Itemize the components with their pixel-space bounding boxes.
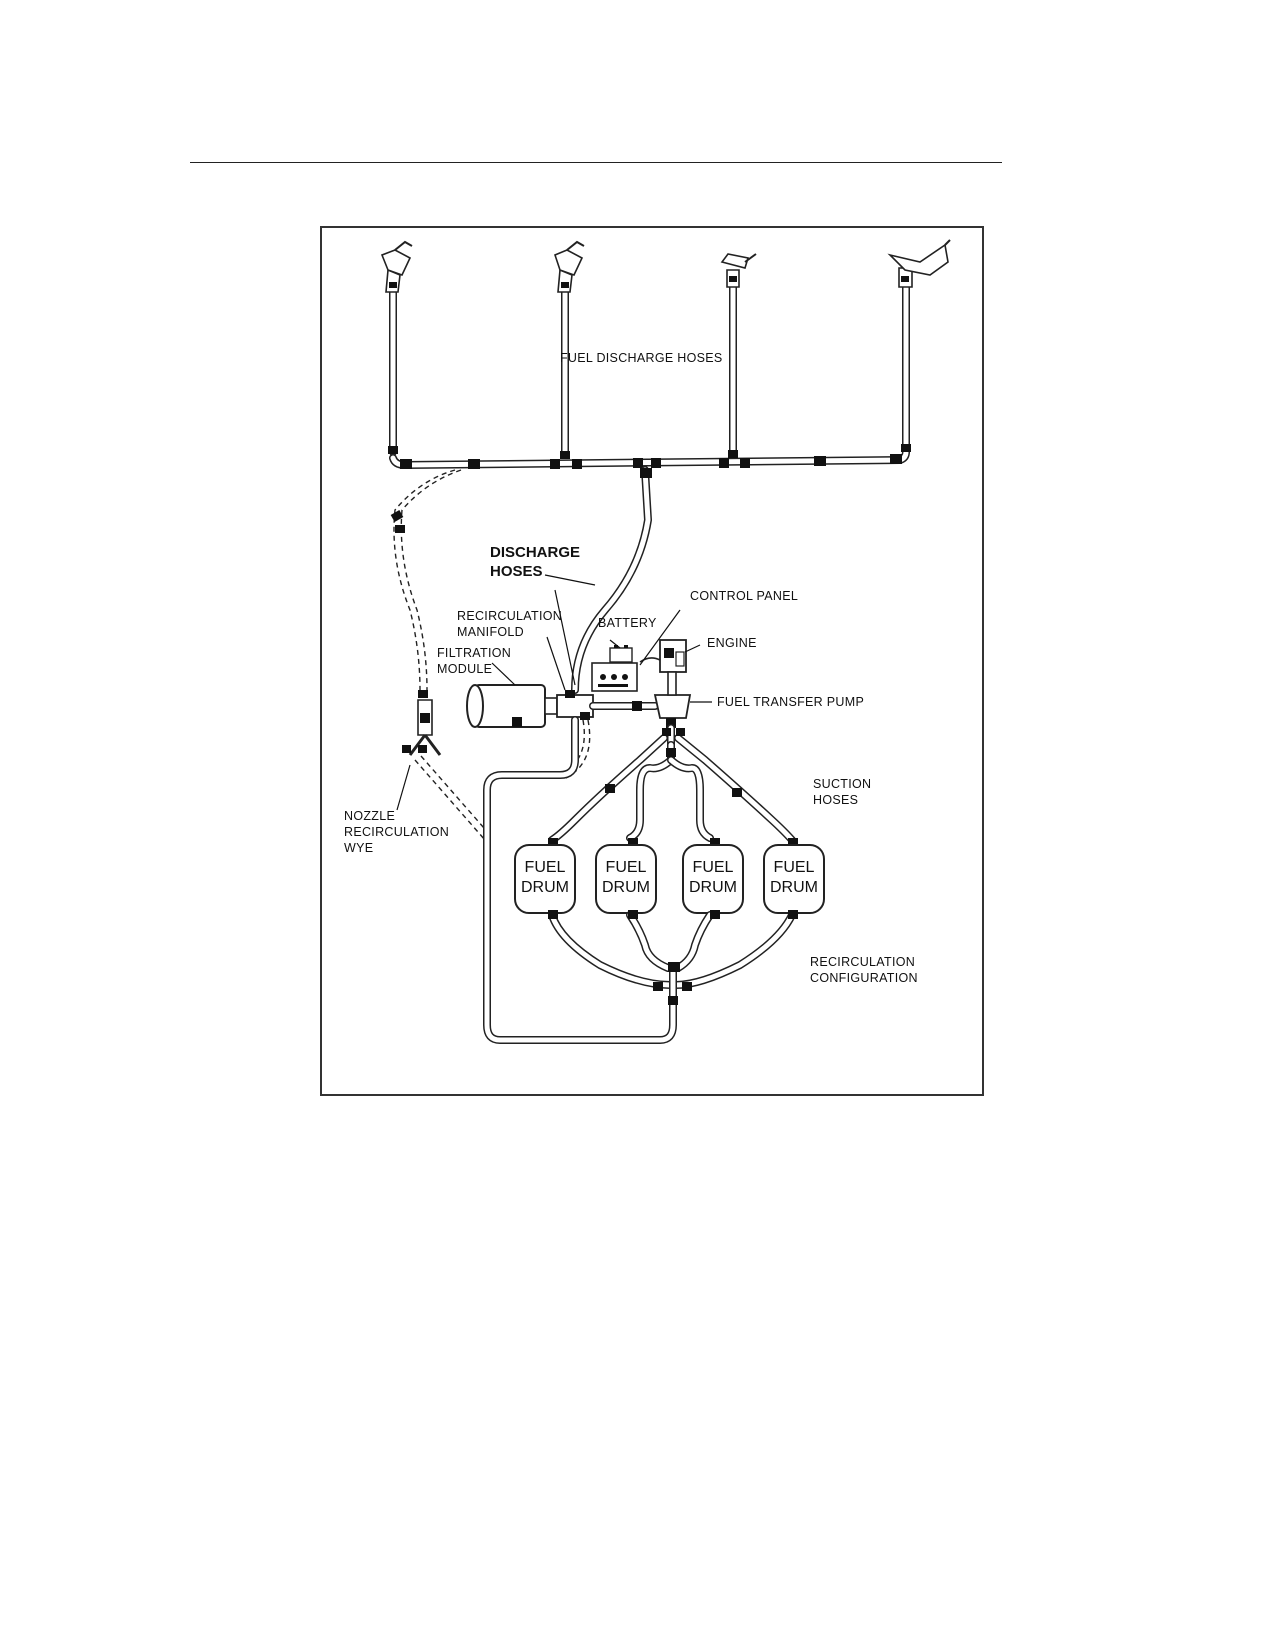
fuel-nozzle-icon: [380, 240, 413, 293]
recirculation-configuration-label-line2: CONFIGURATION: [810, 971, 918, 985]
nozzle-recirculation-wye: [402, 699, 442, 756]
filtration-module-label-line2: MODULE: [437, 662, 492, 676]
discharge-hoses-label-line2: HOSES: [490, 563, 543, 580]
drum-label-line1: FUEL: [525, 859, 566, 876]
nozzle-recirculation-wye-label-line1: NOZZLE: [344, 809, 395, 823]
fuel-nozzle-icon: [887, 239, 951, 288]
leader-lines: [396, 574, 712, 811]
filtration-module-label-line1: FILTRATION: [437, 646, 511, 660]
header-rule: [190, 162, 1002, 163]
drum-label-line1: FUEL: [606, 859, 647, 876]
nozzle-recirculation-wye-label-line3: WYE: [344, 841, 373, 855]
suction-hoses-label-line1: SUCTION: [813, 777, 871, 791]
fuel-discharge-hose-network: [388, 281, 911, 469]
recirculation-manifold-label-line1: RECIRCULATION: [457, 609, 562, 623]
recirculation-configuration-label-line1: RECIRCULATION: [810, 955, 915, 969]
fuel-discharge-hoses-label: FUEL DISCHARGE HOSES: [560, 351, 723, 365]
fuel-drum-2: FUEL DRUM: [595, 844, 657, 914]
suction-hoses-label-line2: HOSES: [813, 793, 858, 807]
drum-label-line2: DRUM: [689, 879, 737, 896]
pump-icon: [653, 671, 692, 728]
nozzle-recirculation-wye-label-line2: RECIRCULATION: [344, 825, 449, 839]
battery-label: BATTERY: [598, 616, 657, 630]
engine-label: ENGINE: [707, 636, 757, 650]
drum-label-line2: DRUM: [770, 879, 818, 896]
figure-frame: [320, 226, 984, 1096]
nozzle-recirculation-hose: [390, 469, 492, 841]
discharge-hose: [571, 466, 652, 694]
fuel-nozzle-icon: [720, 253, 757, 288]
drum-label-line2: DRUM: [602, 879, 650, 896]
recirculation-hoses: [483, 716, 798, 1044]
fuel-transfer-pump-label: FUEL TRANSFER PUMP: [717, 695, 864, 709]
recirculation-manifold-label-line2: MANIFOLD: [457, 625, 524, 639]
battery-icon: [609, 645, 633, 663]
drum-label-line1: FUEL: [774, 859, 815, 876]
control-panel-icon: [591, 662, 638, 692]
suction-hoses: [548, 724, 798, 847]
fuel-drum-3: FUEL DRUM: [682, 844, 744, 914]
filtration-module-icon: [466, 684, 558, 728]
control-panel-label: CONTROL PANEL: [690, 589, 798, 603]
fuel-drum-4: FUEL DRUM: [763, 844, 825, 914]
fuel-nozzle-icon: [554, 240, 585, 293]
discharge-hoses-label-line1: DISCHARGE: [490, 544, 580, 561]
drum-label-line2: DRUM: [521, 879, 569, 896]
fuel-drum-1: FUEL DRUM: [514, 844, 576, 914]
drum-label-line1: FUEL: [693, 859, 734, 876]
